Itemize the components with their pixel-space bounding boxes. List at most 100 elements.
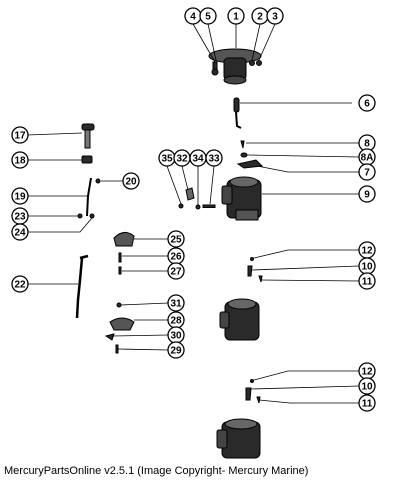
callout-circle bbox=[11, 275, 29, 293]
callout-circle bbox=[122, 172, 140, 190]
callout-20[interactable]: 25 bbox=[167, 230, 185, 248]
callout-circle bbox=[167, 294, 185, 312]
callout-circle bbox=[358, 94, 376, 112]
part-2-3-pins bbox=[249, 60, 262, 66]
callout-number: 19 bbox=[14, 192, 26, 203]
callout-22[interactable]: 27 bbox=[167, 262, 185, 280]
callout-circle bbox=[227, 7, 245, 25]
callout-14[interactable]: 7 bbox=[358, 163, 376, 181]
callout-circle bbox=[358, 272, 376, 290]
part-10-lower bbox=[245, 387, 252, 401]
callout-17[interactable]: 19 bbox=[11, 187, 29, 205]
callout-circle bbox=[358, 163, 376, 181]
callout-number: 30 bbox=[170, 331, 182, 342]
callout-12[interactable]: 34 bbox=[189, 149, 207, 167]
part-4-5-screw bbox=[211, 61, 219, 76]
callout-6[interactable]: 17 bbox=[11, 126, 29, 144]
part-8-8a bbox=[240, 140, 248, 158]
callout-number: 22 bbox=[14, 280, 26, 291]
callout-circle bbox=[358, 394, 376, 412]
callout-number: 24 bbox=[14, 228, 26, 239]
callout-number: 5 bbox=[205, 12, 211, 23]
callout-13[interactable]: 33 bbox=[205, 149, 223, 167]
callout-18[interactable]: 23 bbox=[11, 207, 29, 225]
callout-circle bbox=[11, 126, 29, 144]
callout-32[interactable]: 10 bbox=[358, 377, 376, 395]
callout-3[interactable]: 2 bbox=[251, 7, 269, 25]
callout-circle bbox=[266, 7, 284, 25]
callout-9[interactable]: 8A bbox=[358, 148, 376, 166]
callout-27[interactable]: 31 bbox=[167, 294, 185, 312]
callout-circle bbox=[199, 7, 217, 25]
callout-number: 8A bbox=[361, 153, 374, 164]
callout-10[interactable]: 35 bbox=[158, 149, 176, 167]
callout-11[interactable]: 32 bbox=[173, 149, 191, 167]
part-drawings bbox=[75, 48, 264, 459]
leader-lines bbox=[26, 23, 360, 404]
part-18-nut bbox=[81, 155, 93, 164]
callout-2[interactable]: 1 bbox=[227, 7, 245, 25]
part-19-rod bbox=[86, 177, 92, 217]
parts-35-32-34-33 bbox=[178, 187, 216, 210]
callout-number: 34 bbox=[192, 154, 204, 165]
callout-number: 12 bbox=[361, 367, 373, 378]
callout-number: 10 bbox=[361, 382, 373, 393]
callout-25[interactable]: 22 bbox=[11, 275, 29, 293]
callout-number: 35 bbox=[161, 154, 173, 165]
part-22-lever bbox=[75, 254, 89, 319]
part-24 bbox=[89, 213, 95, 219]
callout-circle bbox=[167, 230, 185, 248]
callout-number: 11 bbox=[362, 277, 373, 288]
part-12-lower bbox=[250, 379, 254, 383]
callout-19[interactable]: 24 bbox=[11, 223, 29, 241]
callout-number: 27 bbox=[170, 267, 182, 278]
part-30 bbox=[104, 333, 115, 341]
callout-16[interactable]: 9 bbox=[358, 185, 376, 203]
callout-number: 29 bbox=[170, 346, 182, 357]
callout-circle bbox=[11, 187, 29, 205]
part-23 bbox=[77, 213, 83, 219]
callout-number: 11 bbox=[362, 399, 373, 410]
part-1-cover bbox=[208, 48, 262, 85]
callout-5[interactable]: 6 bbox=[358, 94, 376, 112]
part-12-upper bbox=[250, 257, 254, 261]
part-11-upper bbox=[258, 275, 263, 283]
callout-4[interactable]: 3 bbox=[266, 7, 284, 25]
callout-30[interactable]: 29 bbox=[167, 341, 185, 359]
callout-number: 17 bbox=[14, 131, 26, 142]
callout-number: 9 bbox=[364, 190, 370, 201]
callout-31[interactable]: 12 bbox=[358, 362, 376, 380]
callout-number: 7 bbox=[364, 168, 370, 179]
callout-33[interactable]: 11 bbox=[358, 394, 376, 412]
callout-number: 25 bbox=[170, 235, 182, 246]
part-25-plate bbox=[113, 232, 135, 247]
callout-number: 26 bbox=[170, 252, 182, 263]
callout-0[interactable]: 4 bbox=[184, 7, 202, 25]
carburetor-bottom bbox=[216, 418, 261, 459]
callout-15[interactable]: 20 bbox=[122, 172, 140, 190]
callout-number: 28 bbox=[170, 316, 182, 327]
callout-number: 23 bbox=[14, 212, 26, 223]
callout-23[interactable]: 12 bbox=[358, 241, 376, 259]
callout-number: 32 bbox=[176, 154, 188, 165]
callout-7[interactable]: 18 bbox=[11, 151, 29, 169]
callout-1[interactable]: 5 bbox=[199, 7, 217, 25]
callout-21[interactable]: 26 bbox=[167, 247, 185, 265]
callout-number: 12 bbox=[361, 246, 373, 257]
callout-number: 8 bbox=[364, 139, 370, 150]
callout-circle bbox=[205, 149, 223, 167]
callout-number: 10 bbox=[361, 262, 373, 273]
callout-26[interactable]: 11 bbox=[358, 272, 376, 290]
callout-28[interactable]: 28 bbox=[167, 311, 185, 329]
part-29 bbox=[115, 344, 119, 354]
callout-circle bbox=[11, 223, 29, 241]
part-20 bbox=[95, 178, 101, 184]
callout-number: 1 bbox=[233, 12, 239, 23]
callout-24[interactable]: 10 bbox=[358, 257, 376, 275]
part-27 bbox=[118, 266, 122, 275]
callout-circle bbox=[358, 377, 376, 395]
callout-29[interactable]: 30 bbox=[167, 326, 185, 344]
